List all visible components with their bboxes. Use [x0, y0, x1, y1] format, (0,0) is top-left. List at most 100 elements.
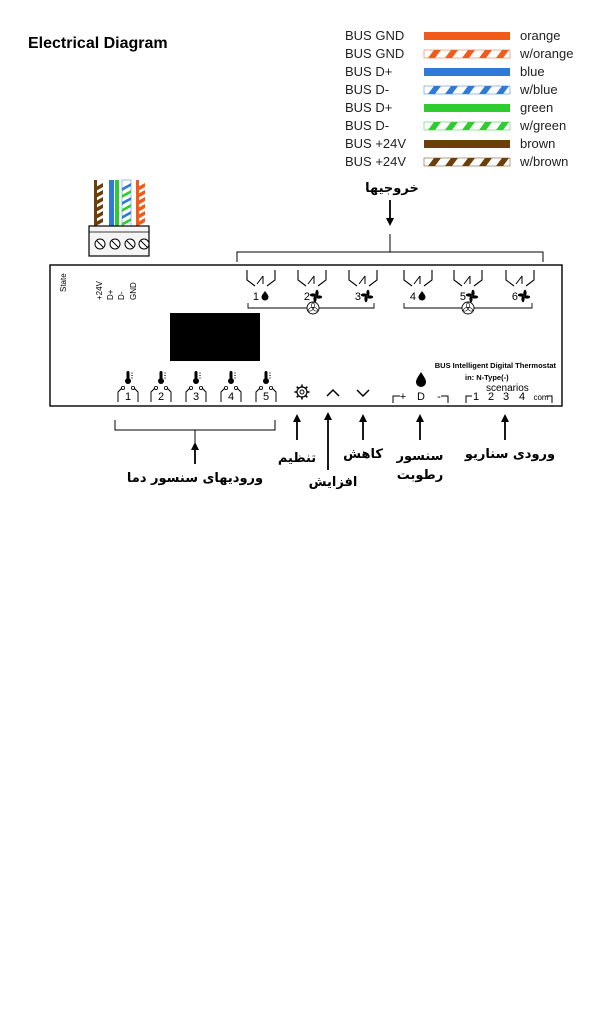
legend-swatch [423, 157, 511, 167]
product-name: BUS Intelligent Digital Thermostat [435, 361, 557, 370]
cable-wire [136, 180, 145, 227]
humidity-drop-icon [418, 291, 426, 301]
legend-bus-label: BUS D+ [345, 64, 392, 79]
legend-bus-label: BUS D- [345, 118, 389, 133]
temp-sensor-input: 4 [220, 371, 242, 403]
legend-color-name: green [520, 100, 553, 115]
legend-color-name: w/blue [519, 82, 558, 97]
legend-swatch [424, 140, 510, 148]
legend-row: BUS D+ blue [345, 64, 545, 79]
scenario-terminal-label: 4 [519, 391, 525, 403]
legend-color-name: w/green [519, 118, 566, 133]
legend-row: BUS D-w/blue [345, 82, 558, 97]
legend-color-name: w/brown [519, 154, 568, 169]
temp-sensor-inputs: 1 2 3 4 5 [117, 371, 277, 403]
thermometer-icon [125, 371, 133, 384]
cable-wire [121, 179, 132, 227]
sensor-number: 1 [125, 391, 131, 403]
relay-output: 4 [403, 270, 433, 303]
output-group-bracket [403, 301, 533, 315]
relay-outputs: 1 2 3 4 5 6 [246, 270, 535, 315]
temp-sensors-brace [114, 420, 276, 448]
settings-label: تنظیم [278, 451, 316, 466]
increase-label: افزایش [309, 475, 358, 490]
output-number: 2 [304, 291, 310, 303]
scenario-label: ورودی سناریو [464, 447, 555, 462]
legend-bus-label: BUS +24V [345, 136, 406, 151]
output-number: 6 [512, 291, 518, 303]
temp-sensor-input: 3 [185, 371, 207, 403]
input-type: in: N-Type(-) [465, 373, 509, 382]
legend-bus-label: BUS D+ [345, 100, 392, 115]
humidity-terminal-label: - [437, 391, 441, 403]
decrease-button[interactable] [356, 389, 370, 398]
bus-cable [94, 179, 145, 227]
legend-swatch [424, 32, 510, 40]
thermostat-body [49, 264, 563, 407]
output-number: 4 [410, 291, 416, 303]
increase-button[interactable] [326, 388, 340, 397]
diagram-title: Electrical Diagram [28, 35, 168, 52]
relay-output: 5 [453, 270, 483, 303]
screw-terminal [124, 238, 136, 250]
fan-icon [517, 289, 531, 303]
temp-sensor-input: 2 [150, 371, 172, 403]
fan-icon [465, 289, 479, 303]
humidity-drop-icon [416, 372, 426, 387]
output-number: 5 [460, 291, 466, 303]
legend-bus-label: BUS GND [345, 28, 404, 43]
power-pin-label: +24V [95, 280, 104, 300]
humidity-terminal-label: D [417, 391, 425, 403]
sensor-number: 4 [228, 391, 234, 403]
legend-row: BUS D-w/green [345, 118, 566, 133]
legend-bus-label: BUS +24V [345, 154, 406, 169]
screw-terminal [109, 238, 121, 250]
sensor-number: 2 [158, 391, 164, 403]
legend-swatch [423, 49, 511, 59]
temp-sensors-label: ورودیهای سنسور دما [127, 471, 263, 486]
humidity-label-line1: سنسور [396, 449, 444, 464]
humidity-terminals: +D- [392, 372, 449, 403]
legend-swatch [423, 121, 511, 131]
thermometer-icon [193, 371, 201, 384]
thermometer-icon [158, 371, 166, 384]
relay-output: 1 [246, 270, 276, 303]
thermometer-icon [228, 371, 236, 384]
scenarios-label: scenarios [486, 383, 529, 394]
bus-connector [88, 225, 150, 257]
legend-color-name: blue [520, 64, 545, 79]
decrease-label: کاهش [343, 447, 383, 462]
cable-wire [94, 180, 103, 227]
legend-swatch [423, 85, 511, 95]
temp-sensor-input: 1 [117, 371, 139, 403]
temp-sensor-input: 5 [255, 371, 277, 403]
legend-swatch [424, 68, 510, 76]
legend-row: BUS +24V w/brown [345, 154, 568, 169]
cable-wire [109, 180, 119, 226]
legend-color-name: w/orange [519, 46, 573, 61]
settings-button[interactable] [294, 384, 310, 400]
outputs-brace [236, 234, 544, 262]
output-group-bracket [247, 301, 375, 315]
legend-color-name: orange [520, 28, 560, 43]
legend-swatch [424, 104, 510, 112]
outputs-label: خروجیها [365, 181, 419, 196]
scenario-terminal-label: 1 [473, 391, 479, 403]
legend-row: BUS D+ green [345, 100, 553, 115]
humidity-label-line2: رطوبت [397, 468, 444, 483]
relay-output: 2 [297, 270, 327, 303]
scenario-terminal-label: 2 [488, 391, 494, 403]
sensor-number: 3 [193, 391, 199, 403]
scenario-terminal-label: com [533, 393, 548, 402]
humidity-drop-icon [261, 291, 269, 301]
relay-output: 6 [505, 270, 535, 303]
relay-output: 3 [348, 270, 378, 303]
state-label: State [59, 273, 68, 292]
power-pin-label: GND [129, 282, 138, 300]
